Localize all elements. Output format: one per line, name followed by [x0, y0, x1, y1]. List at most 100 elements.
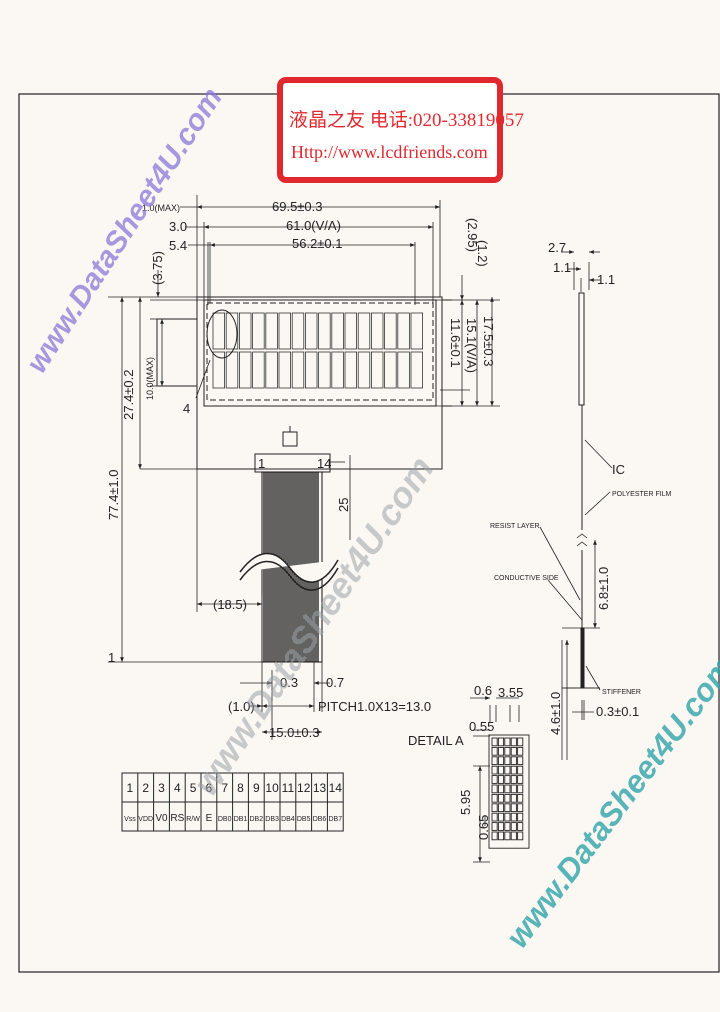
- detail-title: DETAIL A: [408, 733, 464, 748]
- detail-dot: [497, 765, 505, 775]
- detail-dot: [517, 831, 524, 841]
- side-ic-label: IC: [612, 462, 625, 477]
- character-cell: [265, 312, 278, 350]
- detail-dot: [497, 737, 505, 747]
- detail-dot: [491, 746, 498, 756]
- character-cell: [278, 351, 292, 389]
- banner-phone: 液晶之友 电话:020-33819057: [289, 109, 524, 131]
- detail-dot: [504, 756, 511, 766]
- side-resist-label: RESIST LAYER: [490, 523, 540, 530]
- pin-1-label: 1: [258, 456, 265, 471]
- dim-274: 27.4±0.2: [121, 369, 136, 420]
- character-cell: [291, 351, 305, 389]
- left-dimensions: [108, 270, 265, 663]
- character-cell: [344, 351, 358, 389]
- character-cell: [318, 312, 331, 350]
- side-dim-03: 0.3±0.1: [596, 704, 639, 719]
- side-polyester-label: POLYESTER FILM: [612, 491, 672, 498]
- detail-dot: [497, 822, 505, 831]
- side-dim-46: 4.6±1.0: [548, 692, 563, 735]
- detail-dot: [517, 822, 524, 831]
- detail-dot: [517, 784, 524, 794]
- side-dim-68: 6.8±1.0: [596, 567, 611, 610]
- detail-dot: [497, 746, 505, 756]
- pin-number: 13: [313, 781, 327, 795]
- top-dimensions: [180, 195, 441, 305]
- detail-dim-595: 5.95: [458, 790, 473, 815]
- detail-dot: [491, 793, 498, 803]
- pin-number: 6: [206, 781, 213, 795]
- pin-signal: DB5: [297, 816, 311, 823]
- character-grid: [212, 312, 424, 389]
- detail-dot: [491, 756, 498, 766]
- pin-signal: Vss: [124, 816, 136, 823]
- character-cell: [238, 351, 252, 389]
- side-dim-11a: 1.1: [553, 260, 571, 275]
- character-cell: [397, 351, 410, 389]
- character-cell: [291, 312, 305, 350]
- detail-dot: [491, 822, 498, 831]
- detail-dim-055: 0.55: [469, 719, 494, 734]
- pin-number: 1: [127, 781, 134, 795]
- detail-dot: [504, 775, 511, 784]
- detail-dot: [504, 793, 511, 803]
- character-cell: [344, 312, 358, 350]
- pin-signal: DB0: [218, 816, 232, 823]
- dim-25: 25: [336, 498, 351, 512]
- pin-number: 4: [174, 781, 181, 795]
- pin-signal: RS: [170, 813, 184, 824]
- detail-dot: [491, 775, 498, 784]
- pin-number: 7: [221, 781, 228, 795]
- detail-char-frame: [488, 734, 530, 849]
- character-cell: [252, 351, 265, 389]
- detail-dot: [517, 765, 524, 775]
- detail-dot: [504, 803, 511, 813]
- character-cell: [304, 351, 318, 389]
- detail-dot: [504, 831, 511, 841]
- detail-dot: [491, 737, 498, 747]
- detail-dim-065: 0.65: [476, 815, 491, 840]
- detail-dot: [517, 803, 524, 813]
- detail-dot: [497, 793, 505, 803]
- character-cell: [225, 312, 239, 350]
- detail-dot: [497, 784, 505, 794]
- pin-number: 14: [329, 781, 343, 795]
- detail-dot: [497, 756, 505, 766]
- detail-dot: [491, 765, 498, 775]
- detail-dot: [491, 812, 498, 822]
- detail-dot: [510, 756, 517, 766]
- pin-14-label: 14: [317, 456, 331, 471]
- glass-area: [203, 299, 437, 407]
- pin-number: 10: [265, 781, 279, 795]
- dim-10-paren: (1.0): [228, 699, 255, 714]
- side-conductive-label: CONDUCTIVE SIDE: [494, 575, 559, 582]
- detail-dot: [510, 831, 517, 841]
- watermark-center: www.DataSheet4U.com: [185, 449, 442, 803]
- character-cell: [357, 312, 371, 350]
- pin-assignment-table: 1Vss2VDD3V04RS5R/W6E7DB08DB19DB210DB311D…: [121, 772, 344, 832]
- character-cell: [331, 351, 344, 389]
- dim-03: 0.3: [280, 675, 298, 690]
- pin-number: 3: [158, 781, 165, 795]
- pin-signal: VDD: [138, 816, 153, 823]
- pin-number: 2: [142, 781, 149, 795]
- left-tab: [156, 318, 198, 387]
- character-cell: [410, 351, 424, 389]
- detail-dot: [517, 737, 524, 747]
- pin-signal: DB6: [313, 816, 327, 823]
- dim-30: 3.0: [169, 219, 187, 234]
- detail-dot: [517, 756, 524, 766]
- character-cell: [252, 312, 265, 350]
- dim-375: (3.75): [150, 251, 165, 285]
- dim-07: 0.7: [326, 675, 344, 690]
- dim-295: (2.95): [465, 218, 480, 252]
- detail-dot: [510, 822, 517, 831]
- right-dimensions: [436, 275, 500, 407]
- detail-dot: [510, 746, 517, 756]
- detail-dot: [491, 803, 498, 813]
- watermark-left: www.DataSheet4U.com: [20, 82, 229, 379]
- character-cell: [225, 351, 239, 389]
- pin-signal: DB1: [234, 816, 248, 823]
- detail-dot: [504, 784, 511, 794]
